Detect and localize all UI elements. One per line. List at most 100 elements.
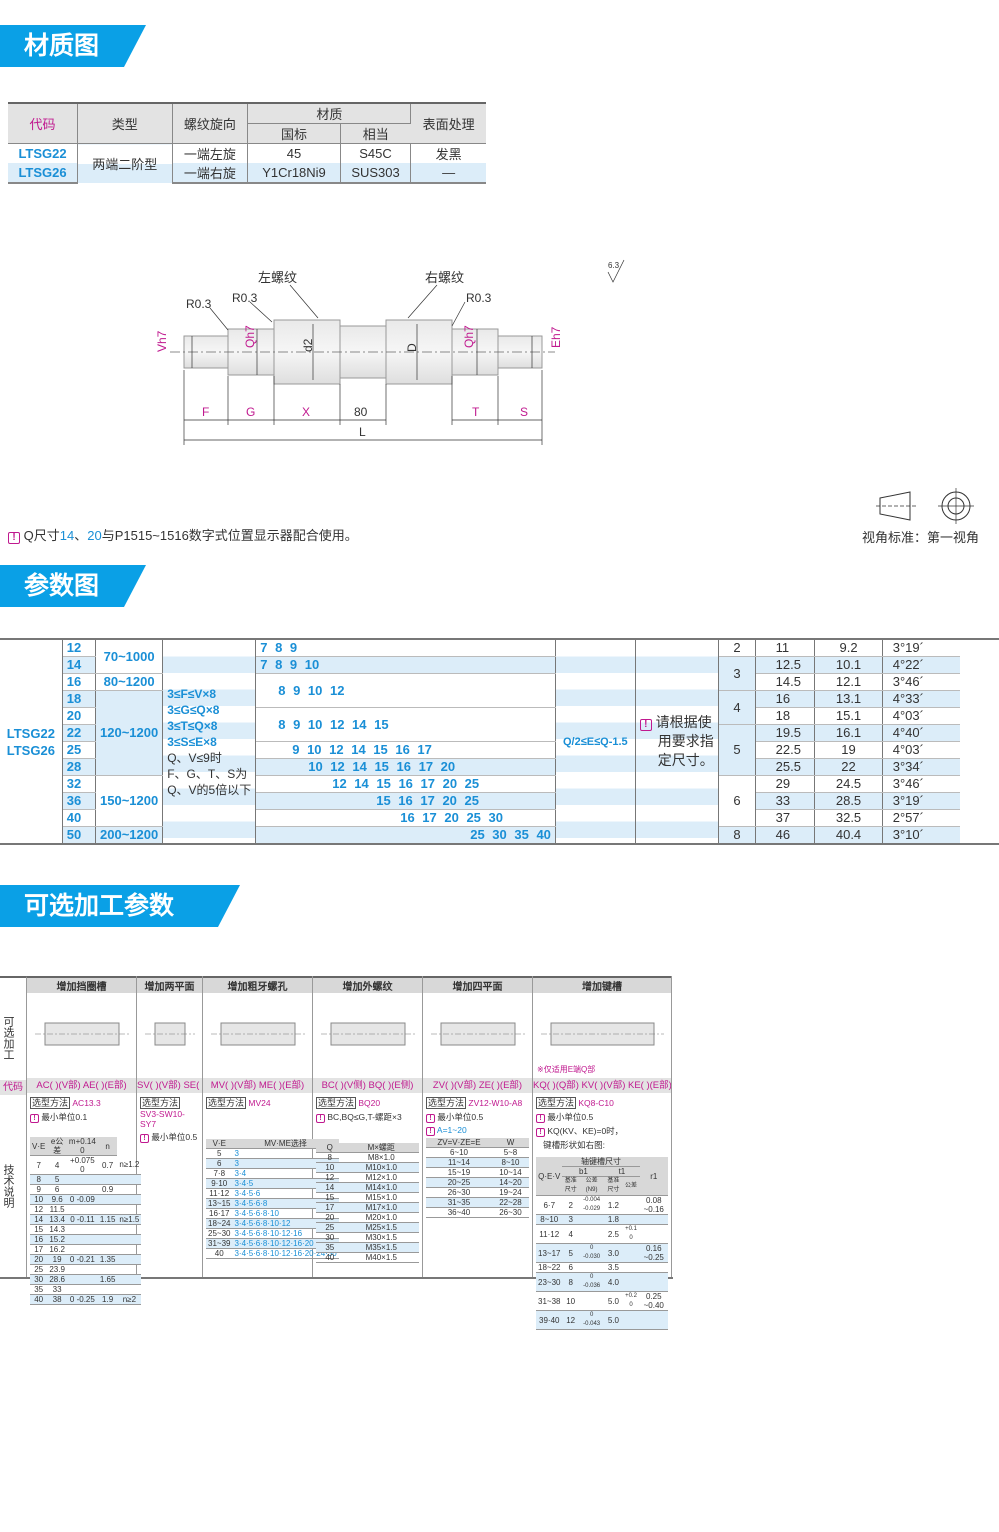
d-cell: 37 [755,809,816,827]
thread-dir-cell: 一端左旋 [172,143,249,163]
r03-label: R0.3 [466,291,492,305]
dim-f: F [202,405,209,419]
header-material: 材质 [247,102,412,124]
d2-cell: 22 [814,758,883,776]
surface-cell: — [410,163,486,184]
warning-icon: ! [426,1114,435,1123]
note-text: 与P1515~1516数字式位置显示器配合使用。 [101,528,358,543]
dim-e: Eh7 [549,326,563,348]
select-method-tag: 选型方法 [536,1097,577,1109]
gb-cell: 45 [247,143,341,163]
d-cell: 46 [755,826,816,845]
option-diagram [313,993,422,1078]
option-note: BC,BQ≤G,T-螺距×3 [327,1112,402,1122]
angle-cell: 3°34´ [882,758,961,776]
option-title: 增加粗牙螺孔 [203,976,312,993]
surface-cell: 发黑 [435,147,462,162]
x-note-cell: ! 请根据使用要求指定尺寸。 [635,639,720,845]
usage-note: ! Q尺寸14、20与P1515~1516数字式位置显示器配合使用。 [8,525,358,544]
header-equiv: 相当 [340,123,411,144]
q-value-cell: 40 [62,809,97,827]
key-note: ※仅适用E端Q部 [537,1065,596,1074]
option-tech: 选型方法 SV3-SW10-SY7! 最小单位0.5 [137,1093,202,1275]
v-values-cell: 7 8 9 10 [255,656,556,674]
option-note: 最小单位0.1 [41,1112,88,1122]
angle-cell: 3°10´ [882,826,961,845]
option-title: 增加两平面 [137,976,202,993]
v-values-cell: 10 12 14 15 16 17 20 [255,758,556,776]
view-standard-label: 视角标准：第一视角 [862,530,980,545]
l-range-cell: 200~1200 [95,826,164,845]
first-angle-projection-icon [876,488,974,524]
d2-cell: 9.2 [814,639,883,657]
options-side-label: 可选加工 [2,1015,14,1060]
header-thread-dir: 螺纹旋向 [172,102,249,144]
warning-icon: ! [426,1127,435,1136]
select-method-tag: 选型方法 [30,1097,71,1109]
right-thread-label: 右螺纹 [425,270,464,285]
angle-cell: 4°22´ [882,656,961,674]
v-values-cell: 8 9 10 12 [255,673,556,708]
d2-cell: 28.5 [814,792,883,810]
equiv-cell: S45C [340,143,412,163]
pitch-cell: 2 [718,639,756,657]
option-diagram [137,993,202,1078]
d2-cell: 15.1 [814,707,883,725]
q-value-cell: 16 [62,673,97,691]
dim-l: L [359,425,366,439]
d-cell: 22.5 [755,741,816,759]
select-method-tag: 选型方法 [206,1097,247,1109]
d-cell: 33 [755,792,816,810]
select-example: BQ20 [358,1098,381,1108]
dim-s: S [520,405,528,419]
dim-t: T [472,405,480,419]
angle-cell: 4°03´ [882,741,961,759]
angle-cell: 4°03´ [882,707,961,725]
option-title: 增加外螺纹 [313,976,422,993]
option-code: BC( )(V侧) BQ( )(E侧) [313,1078,422,1093]
warning-icon: ! [536,1114,545,1123]
r03-label: R0.3 [232,291,258,305]
select-method-tag: 选型方法 [140,1097,181,1109]
options-tech-label: 技术说明 [2,1164,14,1208]
r03-label: R0.3 [186,297,212,311]
header-gb: 国标 [247,123,341,144]
pitch-cell: 6 [718,775,756,827]
warning-icon: ! [8,532,20,544]
dim-x: X [302,405,310,419]
